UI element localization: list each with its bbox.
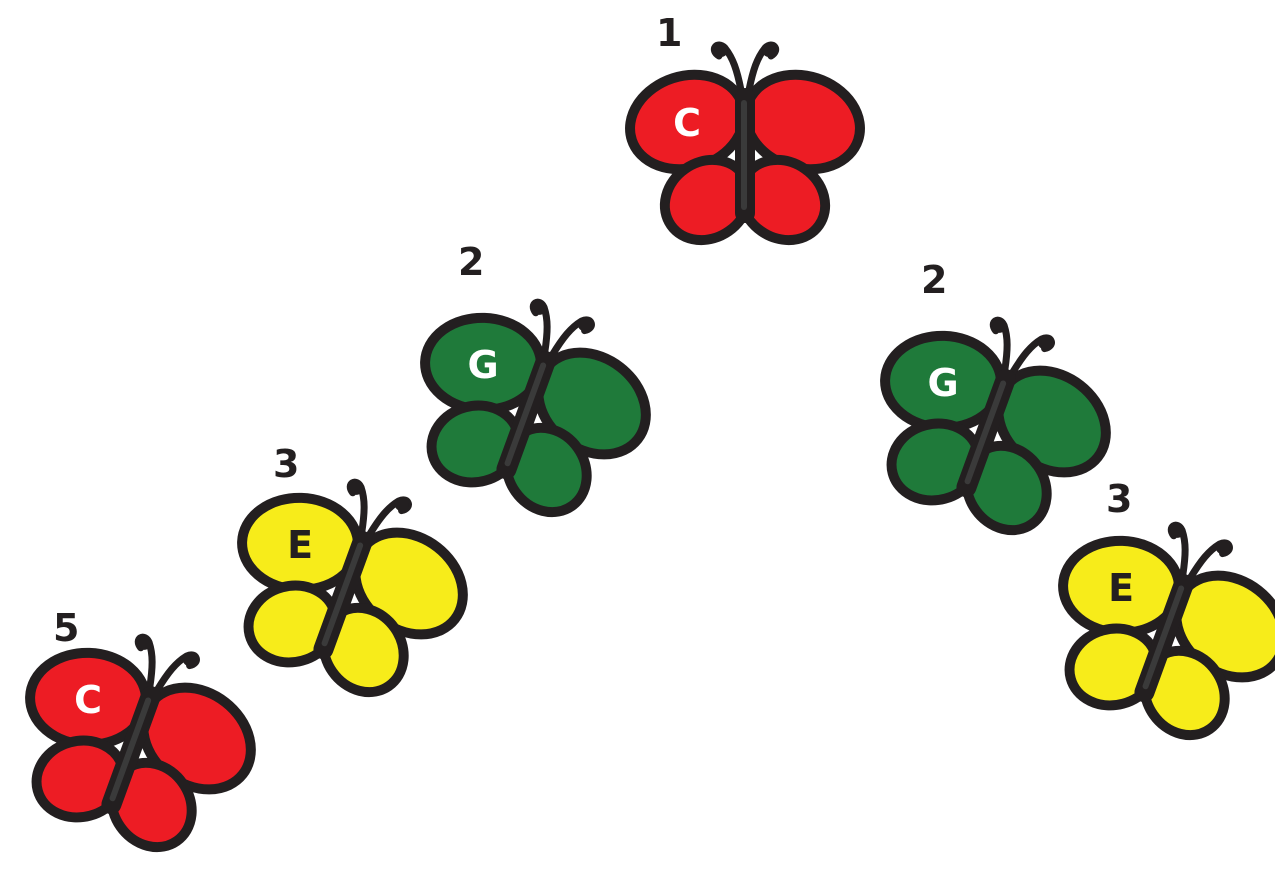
note-letter-c-bottom: C	[74, 678, 102, 722]
number-label-e-left: 3	[273, 445, 299, 483]
note-letter-g-left: G	[467, 343, 498, 387]
butterfly-e-right: E	[1010, 489, 1275, 777]
butterfly-c-top: C	[618, 43, 873, 256]
note-letter-c-top: C	[673, 101, 701, 145]
number-label-c-top: 1	[656, 14, 682, 52]
note-letter-e-right: E	[1108, 566, 1134, 610]
note-letter-g-right: G	[927, 361, 958, 405]
number-label-c-bottom: 5	[53, 609, 79, 647]
butterfly-g-left: G	[372, 266, 684, 554]
butterfly-e-left: E	[189, 446, 501, 734]
note-letter-e-left: E	[287, 523, 313, 567]
number-label-e-right: 3	[1106, 480, 1132, 518]
number-label-g-left: 2	[458, 243, 484, 281]
number-label-g-right: 2	[921, 261, 947, 299]
butterfly-c-bottom: C	[0, 601, 289, 868]
butterfly-g-right: G	[832, 284, 1144, 572]
